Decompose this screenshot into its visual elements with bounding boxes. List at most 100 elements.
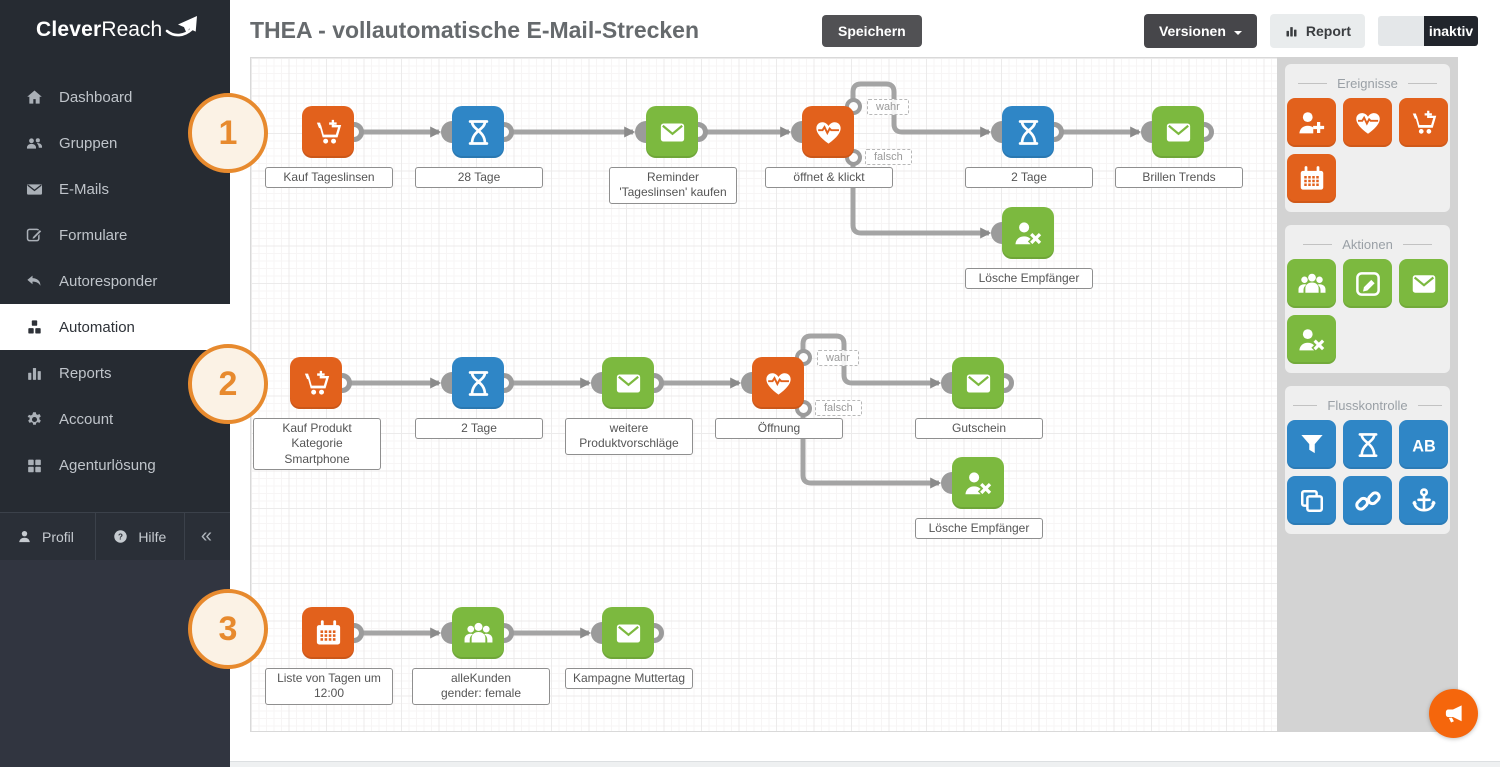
node-send-email[interactable]	[635, 106, 708, 158]
cart-plus-icon	[313, 117, 344, 148]
tile-heart-pulse[interactable]	[1343, 98, 1392, 147]
input-port[interactable]	[791, 121, 813, 143]
output-port[interactable]	[494, 623, 514, 643]
input-port[interactable]	[635, 121, 657, 143]
output-port[interactable]	[344, 623, 364, 643]
sidebar-item-emails[interactable]: E-Mails	[0, 166, 230, 212]
sidebar-item-reports[interactable]: Reports	[0, 350, 230, 396]
page-title: THEA - vollautomatische E-Mail-Strecken	[250, 17, 700, 43]
output-port[interactable]	[688, 122, 708, 142]
node-remove-recipient[interactable]	[991, 207, 1054, 259]
save-button[interactable]: Speichern	[822, 15, 922, 47]
sidebar-item-gruppen[interactable]: Gruppen	[0, 120, 230, 166]
node-label: Brillen Trends	[1115, 167, 1243, 189]
sidebar-item-formulare[interactable]: Formulare	[0, 212, 230, 258]
palette-panel: Ereignisse Aktionen Flusskontrolle AB	[1277, 57, 1458, 732]
node-label: öffnet & klickt	[765, 167, 893, 189]
ab-split-icon: AB	[1412, 437, 1435, 455]
input-port[interactable]	[941, 372, 963, 394]
true-output-port[interactable]	[795, 349, 812, 366]
tile-calendar[interactable]	[1287, 154, 1336, 203]
output-port[interactable]	[494, 122, 514, 142]
input-port[interactable]	[441, 372, 463, 394]
input-port[interactable]	[941, 472, 963, 494]
profile-button[interactable]: Profil	[0, 513, 97, 560]
node-send-email[interactable]	[941, 357, 1014, 409]
sidebar-item-automation[interactable]: Automation	[0, 304, 230, 350]
input-port[interactable]	[1141, 121, 1163, 143]
report-button[interactable]: Report	[1269, 14, 1365, 48]
sidebar-item-account[interactable]: Account	[0, 396, 230, 442]
output-port[interactable]	[344, 122, 364, 142]
tile-link[interactable]	[1343, 476, 1392, 525]
automation-canvas[interactable]: Kauf Tageslinsen 28 Tage Reminder 'Tages…	[250, 57, 1277, 732]
divider	[1402, 243, 1432, 245]
sidebar-item-autoresponder[interactable]: Autoresponder	[0, 258, 230, 304]
tile-anchor[interactable]	[1399, 476, 1448, 525]
sidebar-footer: Profil Hilfe «	[0, 512, 230, 561]
versions-dropdown-button[interactable]: Versionen	[1143, 14, 1257, 48]
tile-group[interactable]	[1287, 259, 1336, 308]
input-port[interactable]	[741, 372, 763, 394]
node-purchase-trigger[interactable]	[302, 106, 364, 158]
node-purchase-trigger[interactable]	[290, 357, 352, 409]
envelope-icon	[613, 618, 644, 649]
input-port[interactable]	[591, 622, 613, 644]
chevron-down-icon	[1233, 30, 1242, 39]
input-port[interactable]	[441, 622, 463, 644]
node-condition[interactable]	[741, 349, 812, 417]
node-label: Liste von Tagen um 12:00	[265, 668, 393, 705]
collapse-sidebar-button[interactable]: «	[185, 513, 230, 560]
output-port[interactable]	[644, 623, 664, 643]
palette-tiles	[1287, 259, 1448, 364]
input-port[interactable]	[591, 372, 613, 394]
tile-copy[interactable]	[1287, 476, 1336, 525]
node-send-email[interactable]	[1141, 106, 1214, 158]
tile-pencil[interactable]	[1343, 259, 1392, 308]
tile-funnel[interactable]	[1287, 420, 1336, 469]
node-send-email[interactable]	[591, 607, 664, 659]
person-remove-icon	[1297, 325, 1327, 355]
false-output-port[interactable]	[845, 149, 862, 166]
output-port[interactable]	[994, 373, 1014, 393]
tile-cart-plus[interactable]	[1399, 98, 1448, 147]
node-wait[interactable]	[441, 357, 514, 409]
tile-hourglass[interactable]	[1343, 420, 1392, 469]
node-condition[interactable]	[791, 98, 862, 166]
tile-person-add[interactable]	[1287, 98, 1336, 147]
false-output-port[interactable]	[795, 400, 812, 417]
input-port[interactable]	[991, 222, 1013, 244]
output-port[interactable]	[332, 373, 352, 393]
tile-envelope[interactable]	[1399, 259, 1448, 308]
input-port[interactable]	[441, 121, 463, 143]
output-port[interactable]	[1194, 122, 1214, 142]
node-label: Kampagne Muttertag	[565, 668, 693, 690]
tile-ab-split[interactable]: AB	[1399, 420, 1448, 469]
node-wait[interactable]	[991, 106, 1064, 158]
help-button[interactable]: Hilfe	[96, 513, 185, 560]
node-label-line2: gender: female	[440, 686, 522, 701]
node-group-filter[interactable]	[441, 607, 514, 659]
node-date-trigger[interactable]	[302, 607, 364, 659]
chevrons-left-icon: «	[200, 525, 212, 547]
status-badge: inaktiv	[1424, 16, 1478, 46]
announcement-fab-button[interactable]	[1429, 689, 1478, 738]
active-inactive-toggle[interactable]: inaktiv	[1378, 16, 1478, 46]
node-remove-recipient[interactable]	[941, 457, 1004, 509]
node-label: Öffnung	[715, 418, 843, 440]
output-port[interactable]	[644, 373, 664, 393]
node-wait[interactable]	[441, 106, 514, 158]
true-output-port[interactable]	[845, 98, 862, 115]
sidebar-item-agenturloesung[interactable]: Agenturlösung	[0, 442, 230, 488]
sidebar-item-dashboard[interactable]: Dashboard	[0, 74, 230, 120]
output-port[interactable]	[1044, 122, 1064, 142]
tile-person-remove[interactable]	[1287, 315, 1336, 364]
report-label: Report	[1305, 23, 1351, 39]
node-label: Lösche Empfänger	[965, 268, 1093, 290]
grid-icon	[25, 456, 44, 475]
node-send-email[interactable]	[591, 357, 664, 409]
output-port[interactable]	[494, 373, 514, 393]
toggle-off-segment	[1378, 16, 1424, 46]
input-port[interactable]	[991, 121, 1013, 143]
